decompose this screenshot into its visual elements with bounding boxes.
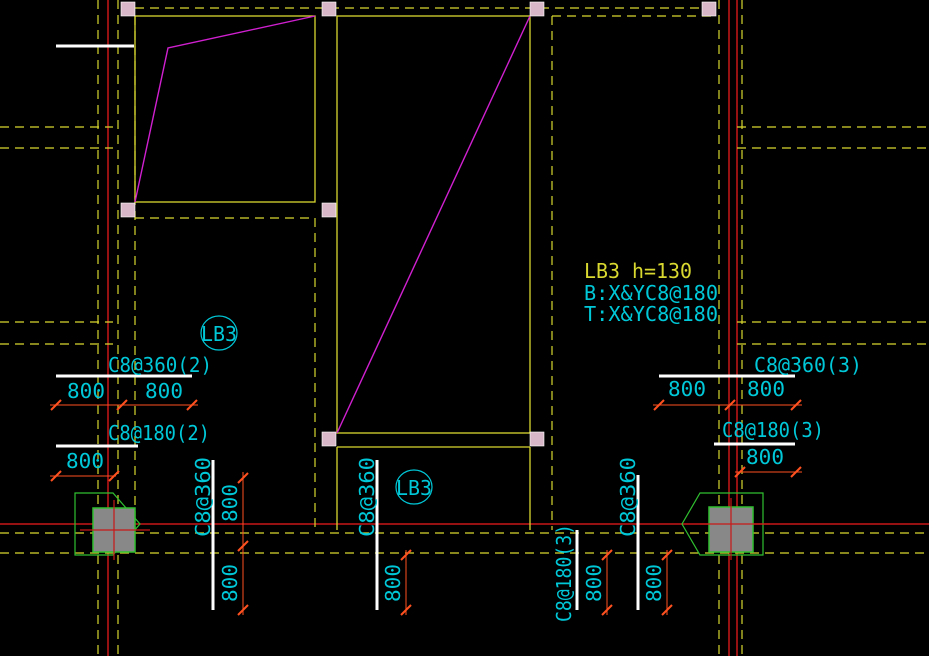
slab-note-top: T:X&YC8@180 xyxy=(584,302,718,326)
rebar-label-vert-1: C8@360 xyxy=(191,457,215,537)
slab-tag-2[interactable]: LB3 xyxy=(395,469,433,505)
rebar-label-left-bottom: C8@180(2) xyxy=(108,421,210,445)
dimension-lines xyxy=(50,404,802,615)
slab-note-bottom: B:X&YC8@180 xyxy=(584,281,718,305)
slab-tag-2-text: LB3 xyxy=(396,476,432,500)
slab-outlines xyxy=(134,7,708,530)
dim-vert-2: 800 xyxy=(381,564,405,602)
dim-left-2: 800 xyxy=(145,379,183,403)
dim-vert-4: 800 xyxy=(642,564,666,602)
dim-right-3: 800 xyxy=(746,445,784,469)
rebar-label-vert-4: C8@360 xyxy=(616,457,640,537)
rebar-label-right-top: C8@360(3) xyxy=(754,353,862,377)
rebar-label-vert-2: C8@360 xyxy=(355,457,379,537)
slab-note-name: LB3 h=130 xyxy=(584,259,692,283)
dim-vert-1-bottom: 800 xyxy=(218,564,242,602)
rebar-label-right-bottom: C8@180(3) xyxy=(722,418,824,442)
dim-left-3: 800 xyxy=(66,449,104,473)
column-right[interactable] xyxy=(681,492,770,560)
slab-diagonals xyxy=(134,15,531,434)
slab-tag-1[interactable]: LB3 xyxy=(200,315,238,351)
dim-vert-1-top: 800 xyxy=(218,484,242,522)
column-left[interactable] xyxy=(74,492,150,560)
dim-right-1: 800 xyxy=(668,377,706,401)
rebar-label-left-top: C8@360(2) xyxy=(108,353,212,377)
dim-vert-3: 800 xyxy=(582,564,606,602)
rebar-bars xyxy=(56,44,795,610)
grid-nodes xyxy=(120,1,717,447)
dim-left-1: 800 xyxy=(67,379,105,403)
dim-right-2: 800 xyxy=(747,377,785,401)
rebar-label-vert-3: C8@180(3) xyxy=(552,524,576,622)
slab-tag-1-text: LB3 xyxy=(201,322,237,346)
